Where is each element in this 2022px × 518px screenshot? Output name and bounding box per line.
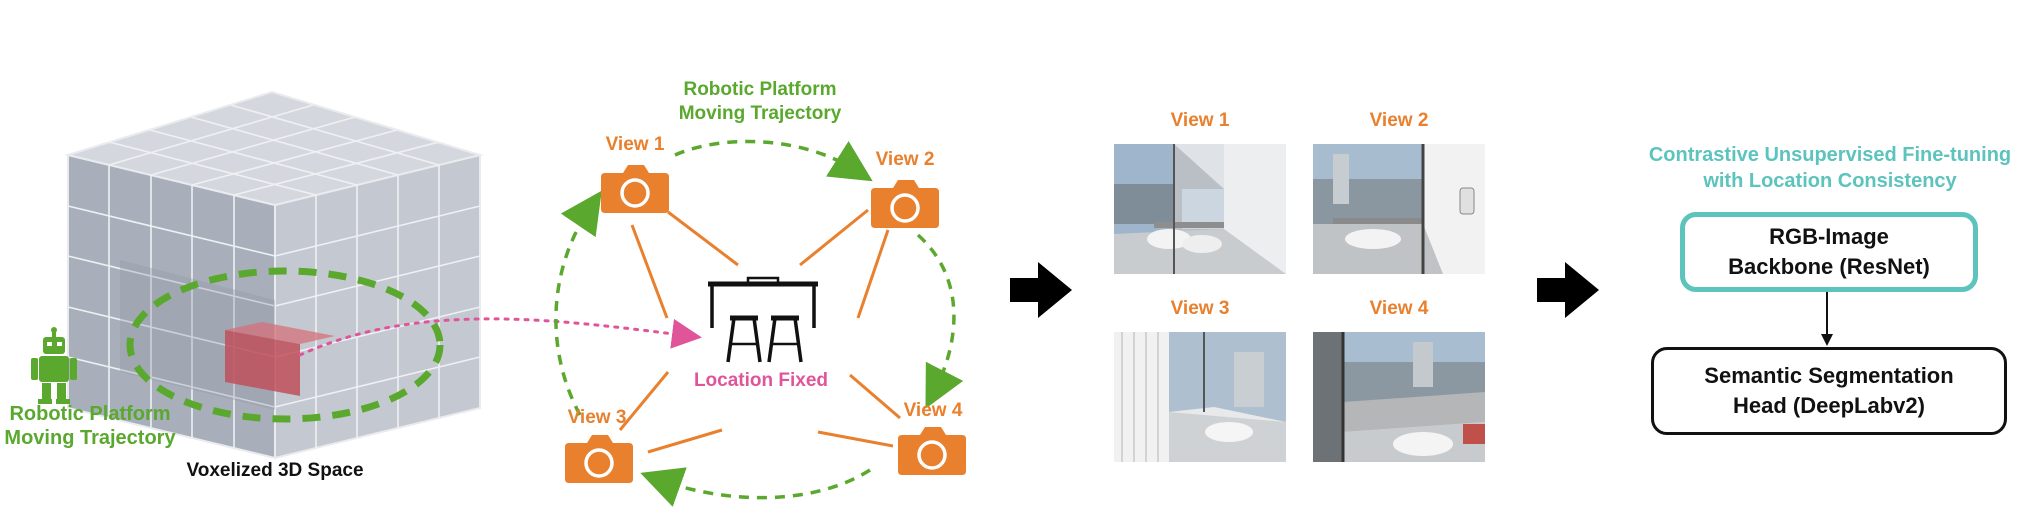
table-stools-icon xyxy=(708,276,818,363)
photo-label-2: View 2 xyxy=(1369,110,1429,131)
location-fixed-label: Location Fixed xyxy=(693,370,829,391)
view-photo-2 xyxy=(1313,144,1485,274)
segmentation-head-box: Semantic Segmentation Head (DeepLabv2) xyxy=(1651,347,2007,435)
trajectory-label-line1: Robotic Platform xyxy=(683,79,837,100)
photo-label-1: View 1 xyxy=(1170,110,1230,131)
robot-icon xyxy=(31,327,77,404)
head-line2: Head (DeepLabv2) xyxy=(1733,393,1925,418)
camera-icon-view4 xyxy=(898,425,966,475)
backbone-line1: RGB-Image xyxy=(1769,224,1889,249)
location-link-arrow xyxy=(298,317,702,357)
robot-platform-label: Robotic Platform Moving Trajectory xyxy=(0,402,180,450)
photo-label-3: View 3 xyxy=(1170,298,1230,319)
photo-label-4: View 4 xyxy=(1369,298,1429,319)
view-label-4: View 4 xyxy=(903,400,963,421)
contrastive-heading-line1: Contrastive Unsupervised Fine-tuning xyxy=(1648,144,2012,166)
contrastive-heading-line2: with Location Consistency xyxy=(1703,170,1957,192)
camera-icon-view2 xyxy=(871,178,939,228)
view-photo-4 xyxy=(1313,332,1485,462)
voxel-cube-diagram xyxy=(31,90,484,460)
robot-label-line1: Robotic Platform xyxy=(9,403,171,425)
voxel-space-label: Voxelized 3D Space xyxy=(186,460,364,481)
view-label-3: View 3 xyxy=(567,407,627,428)
backbone-to-head-arrow xyxy=(1821,292,1833,346)
robot-label-line2: Moving Trajectory xyxy=(4,427,176,449)
camera-icon-view1 xyxy=(601,163,669,213)
flow-arrow-1 xyxy=(1010,262,1072,318)
backbone-line2: Backbone (ResNet) xyxy=(1728,254,1930,279)
trajectory-label: Robotic Platform Moving Trajectory xyxy=(660,78,860,126)
flow-arrow-2 xyxy=(1537,262,1599,318)
view-photo-1 xyxy=(1114,144,1286,274)
contrastive-heading: Contrastive Unsupervised Fine-tuning wit… xyxy=(1640,142,2020,194)
backbone-box: RGB-Image Backbone (ResNet) xyxy=(1680,212,1978,292)
views-diagram xyxy=(554,139,966,507)
view-label-2: View 2 xyxy=(875,149,935,170)
view-photo-3 xyxy=(1114,332,1286,462)
trajectory-label-line2: Moving Trajectory xyxy=(678,103,842,124)
red-voxel xyxy=(225,330,300,396)
view-label-1: View 1 xyxy=(605,134,665,155)
head-line1: Semantic Segmentation xyxy=(1704,363,1954,388)
camera-icon-view3 xyxy=(565,433,633,483)
